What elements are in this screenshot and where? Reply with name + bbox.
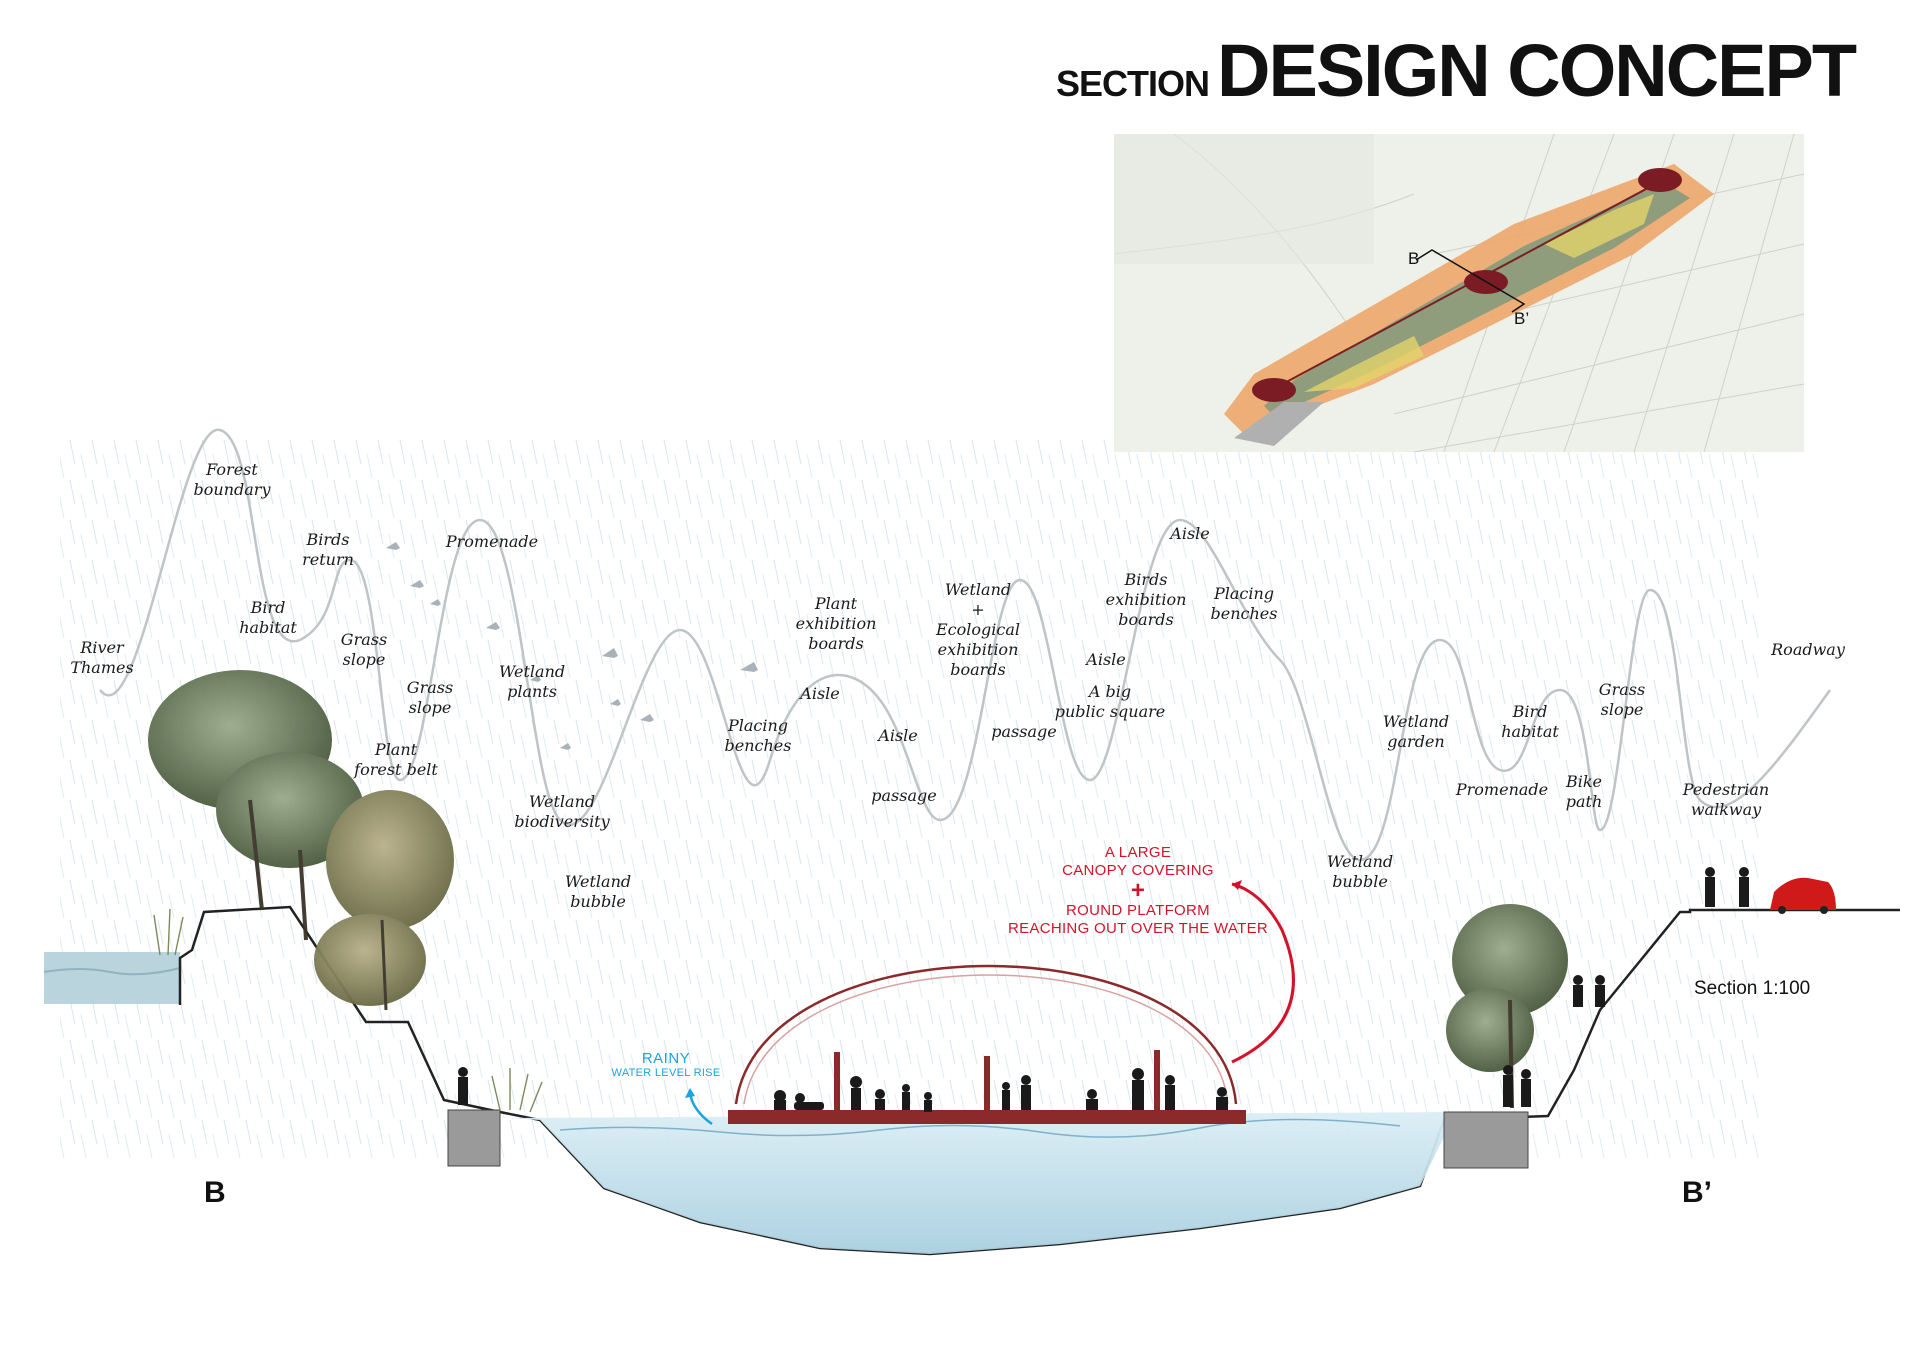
rain-note-line1: RAINY — [641, 1050, 691, 1067]
people-silhouettes — [458, 867, 1749, 1112]
annotation-aisle-4: Aisle — [1170, 524, 1210, 543]
title-big: DESIGN CONCEPT — [1217, 29, 1857, 112]
rain-note: RAINY WATER LEVEL RISE — [612, 1050, 721, 1079]
section-label-b-prime: B’ — [1682, 1176, 1712, 1209]
annotation-passage-1: passage — [871, 786, 937, 805]
canopy-note-line3: ROUND PLATFORM — [1066, 902, 1210, 919]
canopy-note-line2: CANOPY COVERING — [1062, 862, 1214, 879]
annotation-passage-2: passage — [991, 722, 1057, 741]
annotation-aisle-3: Aisle — [1086, 650, 1126, 669]
annotation-bike-path: Bike path — [1565, 772, 1603, 811]
annotation-wetland-garden: Wetland garden — [1382, 712, 1450, 751]
site-plan-map: B B’ — [1114, 134, 1804, 452]
gabion-right — [1443, 1111, 1529, 1169]
title-small: SECTION — [1056, 63, 1210, 104]
section-label-b: B — [204, 1176, 226, 1209]
annotation-roadway: Roadway — [1771, 640, 1845, 659]
left-reeds — [153, 908, 543, 1113]
round-platform — [728, 1110, 1246, 1124]
node-left — [1252, 378, 1296, 402]
annotation-aisle-1: Aisle — [800, 684, 840, 703]
river-thames-water — [44, 952, 180, 1004]
section-scale-label: Section 1:100 — [1694, 978, 1811, 999]
annotation-bird-habitat-right: Bird habitat — [1501, 702, 1559, 741]
birds — [386, 542, 758, 750]
annotation-grass-slope-mid: Grass slope — [406, 678, 454, 717]
canopy-note: A LARGE CANOPY COVERING + ROUND PLATFORM… — [1008, 844, 1268, 938]
annotation-bird-habitat-left: Bird habitat — [239, 598, 297, 637]
annotation-promenade-left: Promenade — [445, 532, 539, 551]
canopy-note-line4: REACHING OUT OVER THE WATER — [1007, 920, 1269, 937]
annotation-birds-exhibition-boards: Birds exhibition boards — [1105, 570, 1187, 629]
map-label-b-prime: B’ — [1514, 309, 1529, 328]
canopy-note-plus: + — [1130, 877, 1146, 904]
section-cut-line — [1415, 249, 1526, 313]
annotation-plant-exhibition-boards: Plant exhibition boards — [795, 594, 877, 653]
left-trees — [148, 670, 454, 1011]
annotation-wetland-ecological-boards: Wetland + Ecological exhibition boards — [936, 580, 1020, 679]
annotation-placing-benches-right: Placing benches — [1210, 584, 1278, 623]
annotation-wetland-biodiversity: Wetland biodiversity — [514, 792, 610, 831]
annotation-placing-benches-left: Placing benches — [724, 716, 792, 755]
annotation-grass-slope-right: Grass slope — [1598, 680, 1646, 719]
annotation-river-thames: River Thames — [70, 638, 134, 677]
annotation-wetland-bubble-right: Wetland bubble — [1326, 852, 1394, 891]
canopy-note-line1: A LARGE — [1104, 844, 1172, 861]
gabion-left — [447, 1109, 501, 1167]
right-trees — [1446, 904, 1568, 1109]
concept-wave-line — [99, 428, 1832, 862]
annotation-promenade-right: Promenade — [1455, 780, 1549, 799]
node-right — [1638, 168, 1682, 192]
canopy-arc — [734, 964, 1238, 1105]
rain-note-line2: WATER LEVEL RISE — [611, 1067, 721, 1079]
red-car — [1770, 877, 1836, 914]
wetland-water — [508, 1112, 1456, 1254]
annotation-aisle-2: Aisle — [878, 726, 918, 745]
canopy-arrow — [1231, 882, 1295, 1064]
annotation-big-public-square: A big public square — [1054, 682, 1166, 721]
map-label-b: B — [1408, 249, 1419, 268]
annotation-forest-boundary: Forest boundary — [193, 460, 271, 499]
annotation-grass-slope-left: Grass slope — [340, 630, 388, 669]
platform-posts — [834, 1050, 1160, 1110]
annotation-wetland-plants: Wetland plants — [498, 662, 566, 701]
annotation-pedestrian-walkway: Pedestrian walkway — [1682, 780, 1770, 819]
annotation-plant-forest-belt: Plant forest belt — [354, 740, 438, 779]
annotation-wetland-bubble-left: Wetland bubble — [564, 872, 632, 911]
annotation-birds-return: Birds return — [302, 530, 354, 569]
park-strip — [1224, 164, 1714, 446]
